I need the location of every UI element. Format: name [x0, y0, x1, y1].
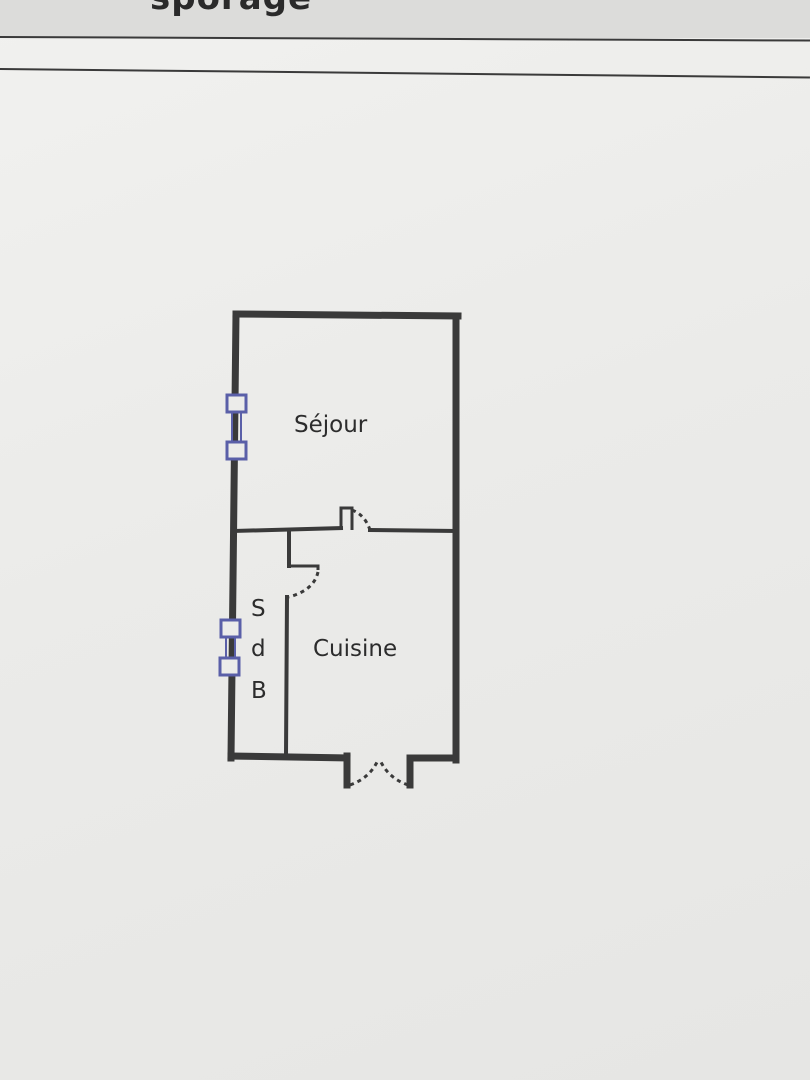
section-heading: sporage: [150, 0, 312, 18]
outer-wall-top: [232, 310, 462, 320]
entrance-door-swing-right: [378, 759, 409, 787]
room-label-sdb-b: B: [251, 678, 267, 704]
bathroom-door-swing: [288, 571, 320, 599]
sejour-window-top: [225, 393, 248, 414]
bathroom-window-top: [219, 618, 242, 639]
sejour-window-bottom: [225, 440, 248, 461]
bathroom-door-stub: [289, 564, 320, 570]
partition-wall-right: [367, 527, 459, 534]
sejour-door-swing: [351, 508, 372, 531]
entrance-door-swing-left: [349, 759, 380, 787]
sejour-door-stub: [339, 506, 354, 530]
room-label-sdb-s: S: [251, 596, 266, 622]
outer-wall-bottom-left: [227, 752, 351, 762]
room-label-cuisine: Cuisine: [313, 636, 398, 662]
header-band: sporage: [0, 0, 810, 38]
room-label-sejour: Séjour: [294, 412, 368, 438]
bathroom-wall-lower: [283, 594, 290, 758]
outer-wall-left: [227, 310, 240, 762]
bathroom-window-bottom: [218, 656, 241, 677]
room-label-sdb-d: d: [251, 636, 266, 662]
